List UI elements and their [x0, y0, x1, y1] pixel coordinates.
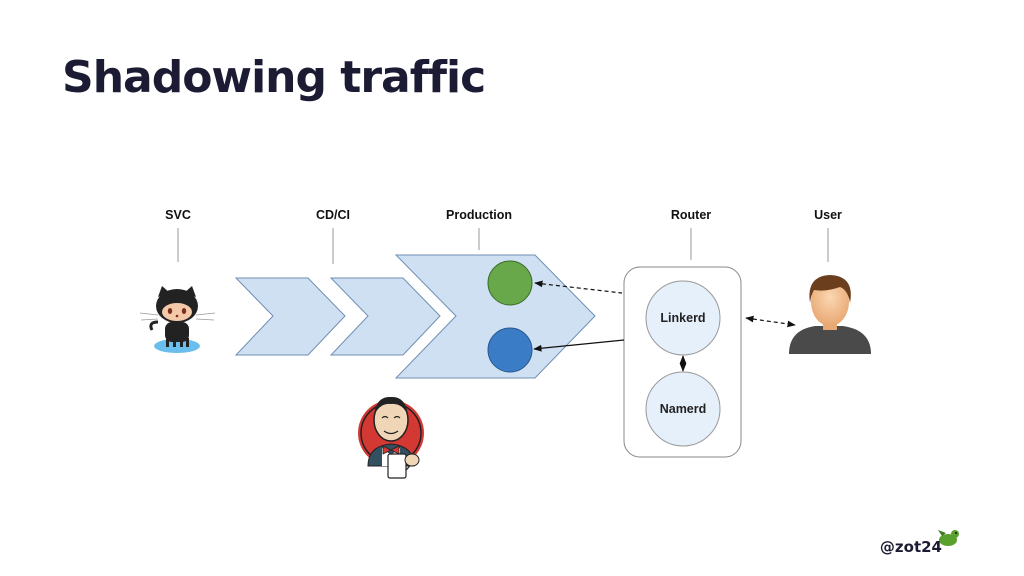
slide-title: Shadowing traffic — [62, 52, 486, 103]
linkerd-label: Linkerd — [660, 311, 705, 325]
jenkins-butler-icon — [358, 396, 424, 479]
lane-label-cdci: CD/CI — [315, 208, 351, 222]
lane-label-svc: SVC — [165, 208, 191, 222]
author-handle: @zot24 — [879, 538, 942, 556]
svc-chevron — [234, 277, 346, 356]
github-octocat-icon — [139, 286, 216, 353]
production-chevron — [394, 254, 596, 379]
namerd-label: Namerd — [660, 402, 707, 416]
cdci-chevron — [329, 277, 441, 356]
blue-instance-circle — [487, 327, 533, 373]
user-router-arrow — [745, 315, 796, 328]
dragon-icon — [938, 530, 959, 546]
lane-label-user: User — [814, 208, 842, 222]
lane-label-production: Production — [446, 208, 512, 222]
namerd-node — [645, 371, 721, 447]
primary-traffic-arrow — [533, 339, 625, 352]
shadow-traffic-arrow — [534, 280, 623, 294]
green-instance-circle — [487, 260, 533, 306]
linkerd-node — [645, 280, 721, 356]
lane-label-router: Router — [670, 208, 712, 222]
user-avatar-icon — [789, 275, 871, 354]
